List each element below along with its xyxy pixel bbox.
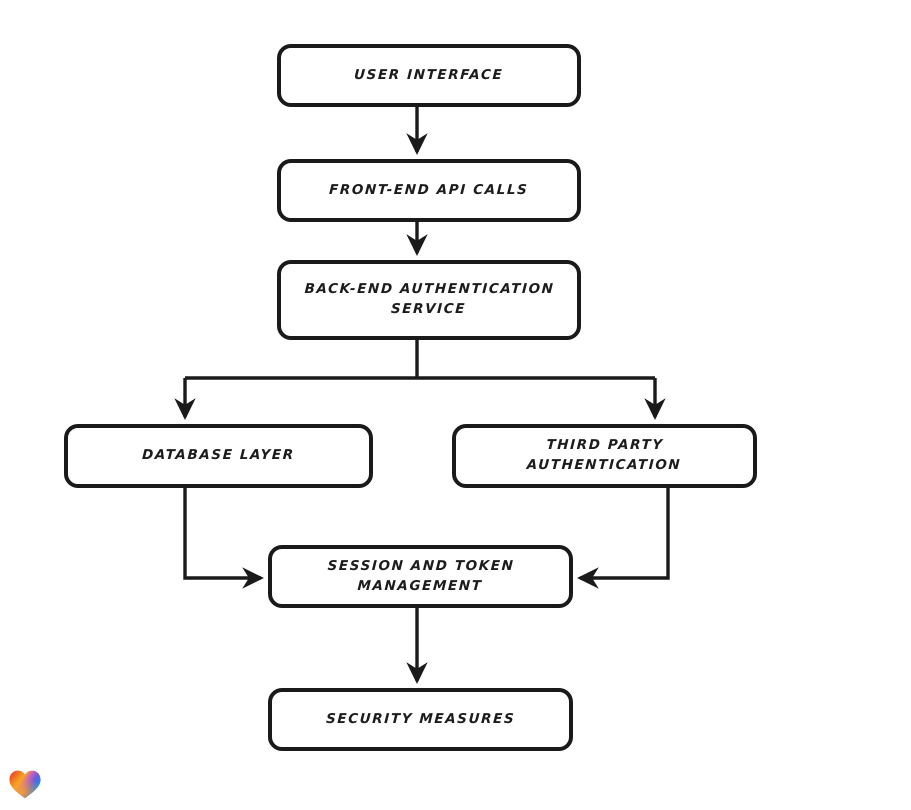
node-third-party-authentication[interactable]: Third Party Authentication: [452, 424, 757, 488]
edge-database-to-session: [183, 488, 264, 589]
node-label: Third Party Authentication: [526, 437, 682, 473]
node-frontend-api-calls[interactable]: Front-End API Calls: [277, 159, 581, 222]
node-session-and-token-management[interactable]: Session and Token Management: [268, 545, 573, 608]
node-label: Session and Token Management: [327, 557, 515, 594]
node-label: Security Measures: [325, 710, 516, 727]
node-security-measures[interactable]: Security Measures: [268, 688, 573, 751]
heart-icon: [9, 770, 41, 799]
node-user-interface[interactable]: User Interface: [277, 44, 581, 107]
node-database-layer[interactable]: Database Layer: [64, 424, 373, 488]
node-label: User Interface: [354, 66, 505, 83]
node-label: Database Layer: [141, 447, 296, 464]
node-label: Back-End Authentication Service: [304, 281, 555, 317]
node-label: Front-End API Calls: [328, 181, 530, 198]
node-backend-authentication-service[interactable]: Back-End Authentication Service: [277, 260, 581, 340]
edge-thirdparty-to-session: [577, 488, 670, 589]
